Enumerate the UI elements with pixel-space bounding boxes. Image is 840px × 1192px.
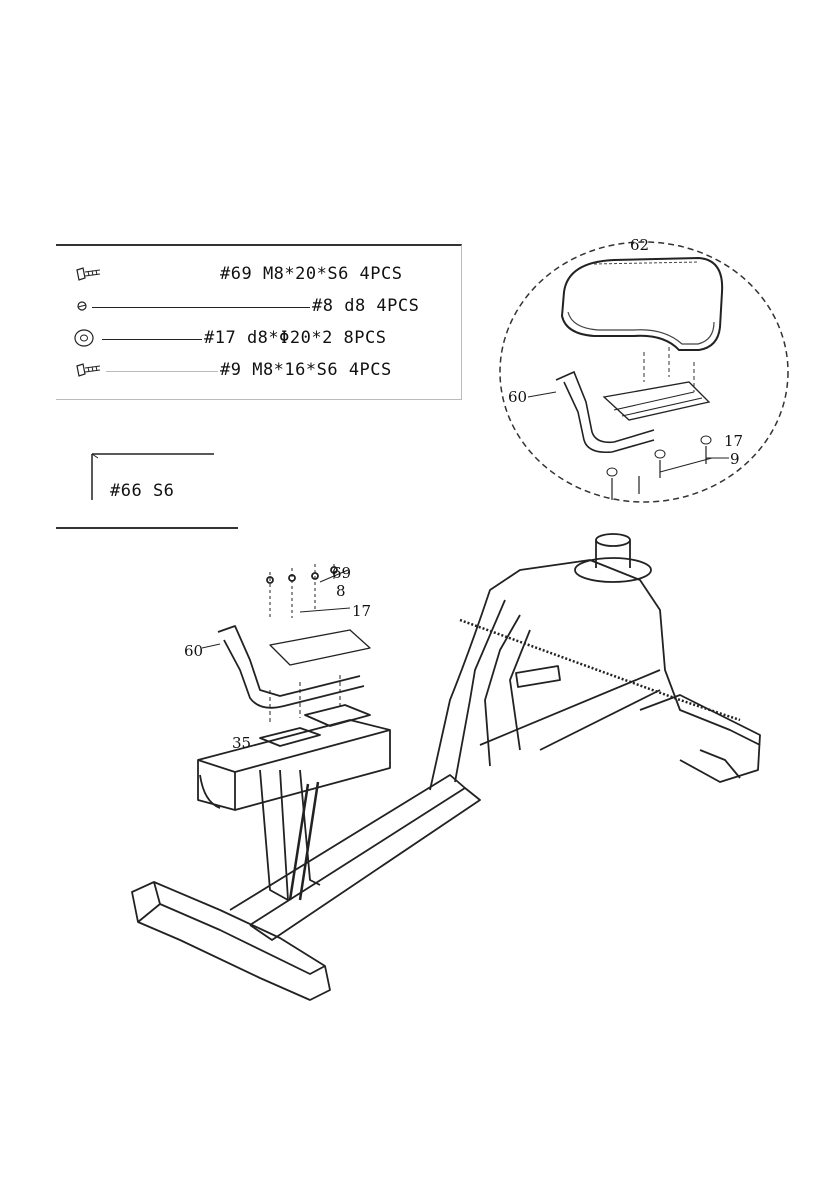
hardware-label: #17 d8*Φ20*2 8PCS: [204, 328, 387, 348]
hardware-item-69: #69 M8*20*S6 4PCS: [56, 260, 462, 290]
callout-60: 60: [184, 642, 203, 660]
callout-8: 8: [336, 582, 346, 600]
hardware-item-8: #8 d8 4PCS: [56, 292, 462, 322]
leader-line: [92, 307, 310, 308]
hardware-item-9: #9 M8*16*S6 4PCS: [56, 356, 462, 386]
bolt-icon: [74, 360, 104, 380]
callout-60: 60: [508, 388, 527, 406]
callout-17: 17: [724, 432, 743, 450]
rowing-machine-drawing: 69 8 17 60 35: [120, 520, 780, 1030]
spring-washer-icon: [74, 298, 90, 314]
hardware-label: #9 M8*16*S6 4PCS: [220, 360, 392, 380]
hardware-label: #8 d8 4PCS: [312, 296, 419, 316]
tool-label: #66 S6: [110, 481, 174, 501]
hardware-list: #69 M8*20*S6 4PCS #8 d8 4PCS #17 d8*Φ20*…: [56, 244, 462, 400]
callout-35: 35: [232, 734, 251, 752]
callout-17: 17: [352, 602, 371, 620]
hardware-label: #69 M8*20*S6 4PCS: [220, 264, 403, 284]
bolt-icon: [74, 264, 104, 284]
callout-62: 62: [630, 236, 649, 254]
callout-69: 69: [332, 564, 351, 582]
leader-line: [106, 371, 218, 372]
hardware-item-17: #17 d8*Φ20*2 8PCS: [56, 324, 462, 354]
seat-detail-inset: 62 60 17 9: [494, 232, 794, 512]
leader-line: [102, 339, 202, 340]
flat-washer-icon: [72, 327, 96, 349]
callout-9: 9: [730, 450, 740, 468]
